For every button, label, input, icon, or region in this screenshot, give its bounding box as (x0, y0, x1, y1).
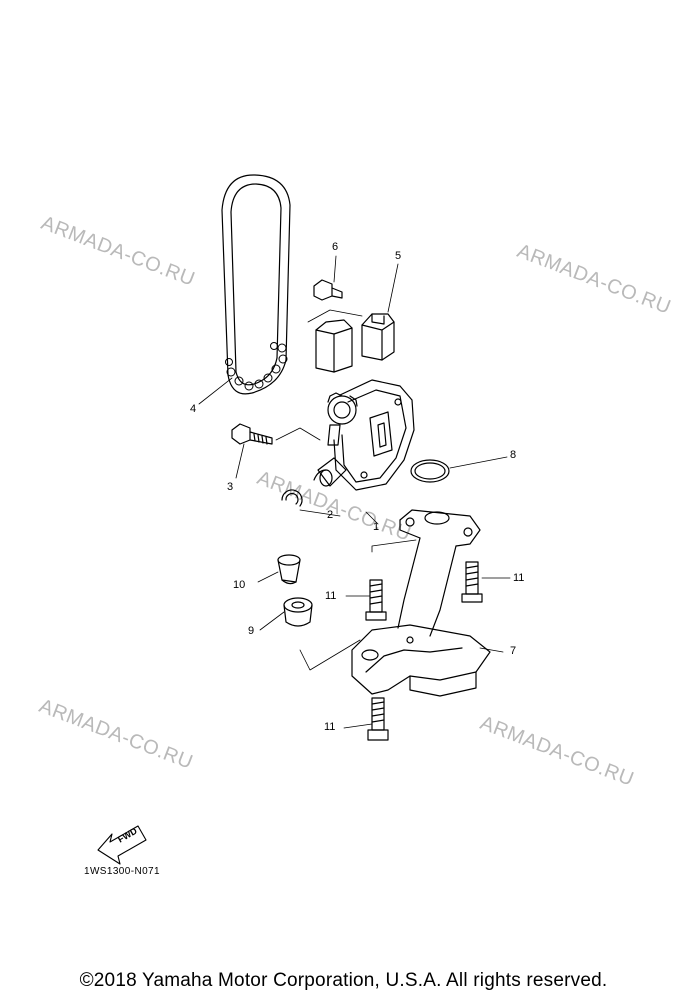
callout-10: 10 (233, 579, 246, 591)
bolt-11-bottom (367, 697, 389, 741)
leader-guide-dash (307, 309, 363, 323)
fwd-arrow-icon (97, 825, 147, 865)
drive-chain (221, 174, 291, 395)
bolt-11-left (365, 579, 387, 621)
callout-6: 6 (332, 241, 339, 253)
circlip (281, 489, 303, 507)
o-ring (410, 459, 450, 483)
callout-11-right: 11 (513, 572, 525, 584)
leader-grommet-dash (299, 639, 361, 671)
leader-lines (198, 255, 511, 729)
grommet (283, 597, 313, 627)
bolt-11-right (461, 561, 483, 603)
chain-guide (315, 313, 395, 373)
leader-strainer-dash (371, 539, 417, 553)
callout-4: 4 (190, 403, 197, 415)
callout-7: 7 (510, 645, 517, 657)
callout-8: 8 (510, 449, 517, 461)
callout-3: 3 (227, 481, 234, 493)
oil-strainer (351, 509, 491, 697)
callout-1: 1 (373, 521, 380, 533)
callout-9: 9 (248, 625, 255, 637)
callout-11-left: 11 (325, 590, 337, 602)
leader-bolt3-dash (275, 427, 321, 441)
bolt-6 (313, 279, 343, 301)
callout-5: 5 (395, 250, 402, 262)
copyright-text: ©2018 Yamaha Motor Corporation, U.S.A. A… (79, 970, 608, 991)
bolt-3 (231, 423, 273, 445)
oil-pump (313, 379, 415, 491)
collar (277, 554, 301, 585)
callout-2: 2 (327, 509, 334, 521)
callout-11-bottom: 11 (324, 721, 336, 733)
diagram-code: 1WS1300-N071 (84, 866, 160, 877)
